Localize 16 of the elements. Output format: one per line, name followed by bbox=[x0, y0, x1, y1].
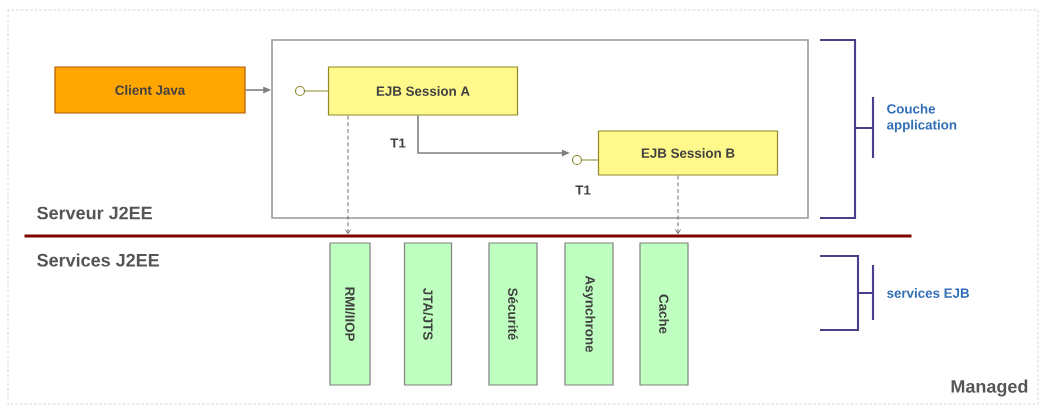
arrow bbox=[674, 175, 682, 234]
service-box: RMI/IIOP bbox=[329, 242, 371, 386]
t1-label: T1 bbox=[575, 185, 591, 195]
arrow bbox=[344, 115, 352, 234]
service-box: JTA/JTS bbox=[403, 242, 453, 386]
session-box: EJB Session A bbox=[327, 66, 519, 116]
client-box: Client Java bbox=[54, 66, 246, 114]
service-box: Cache bbox=[639, 242, 689, 386]
service-box: Asynchrone bbox=[564, 242, 614, 386]
t1-label: T1 bbox=[390, 138, 406, 148]
corner-label: Managed bbox=[951, 379, 1028, 397]
layer-label: services EJB bbox=[887, 288, 969, 298]
layer-label: Couche application bbox=[887, 103, 957, 133]
separator-bar bbox=[24, 234, 912, 238]
session-box: EJB Session B bbox=[597, 130, 779, 176]
service-box: Sécurité bbox=[488, 242, 538, 386]
